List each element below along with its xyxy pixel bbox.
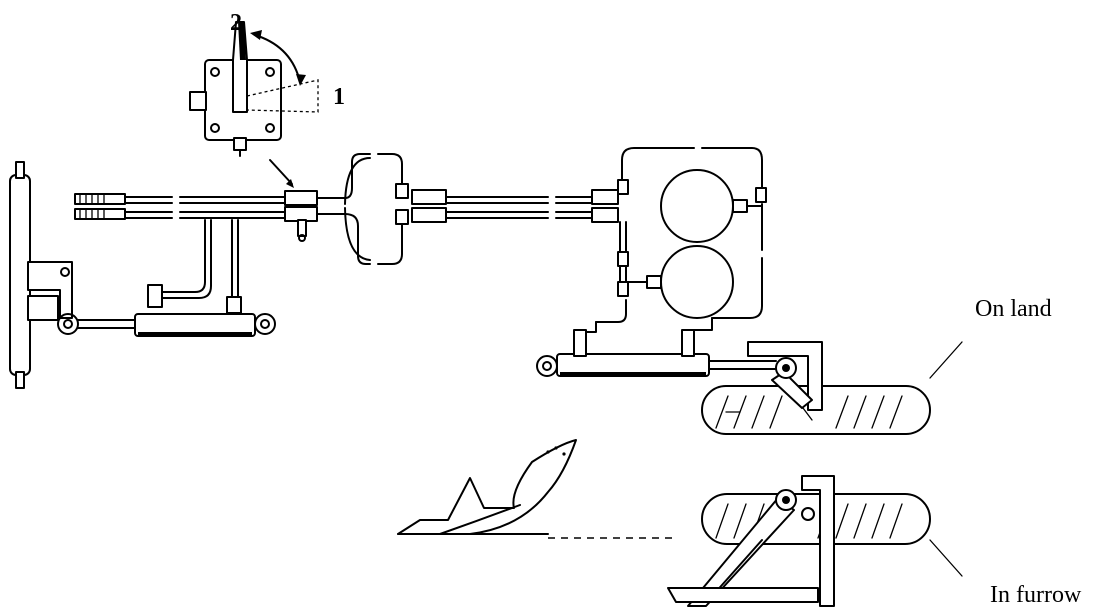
valve-lever bbox=[232, 21, 319, 113]
lever-rotation-arrow bbox=[250, 30, 306, 86]
left-hydraulic-cylinder bbox=[57, 313, 276, 337]
tractor-hoses bbox=[74, 190, 346, 242]
on-land-label: On land bbox=[975, 296, 1052, 322]
middle-hose-loop bbox=[344, 153, 409, 265]
plough-body bbox=[397, 439, 672, 539]
position-2-label: 2 bbox=[230, 10, 242, 36]
left-cylinder-hoses bbox=[147, 219, 242, 314]
valve-pointer-arrow bbox=[269, 159, 294, 188]
depth-wheel-on-land bbox=[701, 341, 963, 435]
position-1-label: 1 bbox=[333, 84, 345, 110]
depth-wheel-in-furrow bbox=[667, 475, 963, 607]
accumulator-circuit bbox=[595, 147, 767, 323]
long-hoses bbox=[411, 189, 619, 223]
tractor-frame bbox=[9, 161, 73, 389]
right-hydraulic-cylinder bbox=[536, 317, 777, 377]
in-furrow-label: In furrow bbox=[990, 582, 1082, 608]
